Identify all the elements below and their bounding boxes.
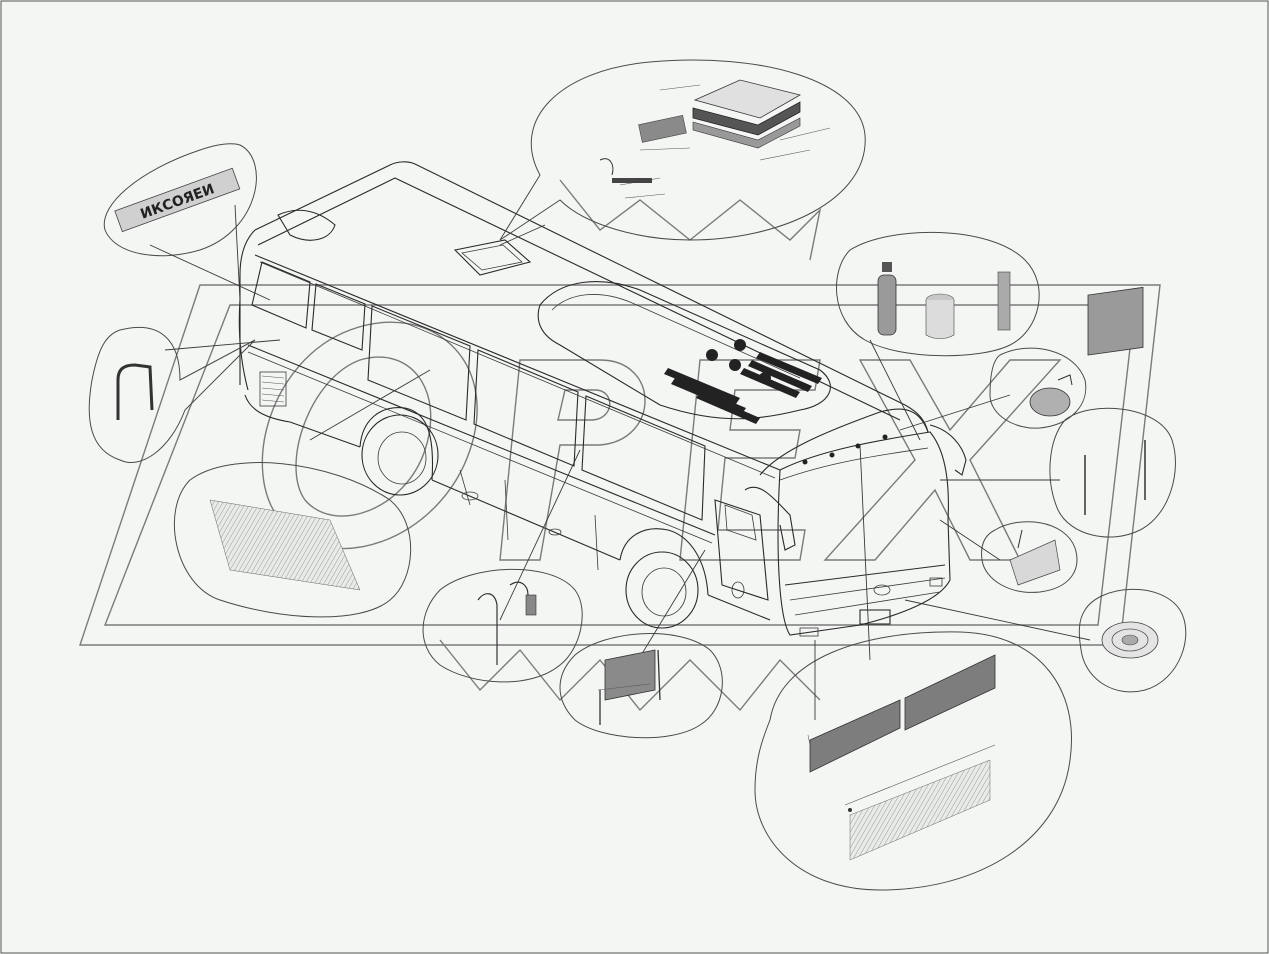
callout-extinguisher bbox=[836, 231, 1040, 357]
partition-part bbox=[597, 649, 661, 725]
lamp-part bbox=[1029, 374, 1073, 417]
leader-lines bbox=[149, 204, 1091, 720]
callout-mirror bbox=[981, 521, 1078, 593]
rear-grille bbox=[259, 371, 287, 407]
emblem-plate: ИКСОЯЕИ bbox=[114, 167, 241, 233]
handrail-part bbox=[116, 363, 154, 420]
callout-glass-panels bbox=[754, 631, 1072, 891]
callout-speaker bbox=[1078, 588, 1187, 693]
callout-roof-hatch bbox=[499, 59, 866, 241]
front-light-right bbox=[929, 577, 943, 587]
glass-panels-part bbox=[807, 654, 996, 861]
pole-part bbox=[477, 581, 537, 665]
callout-side-window bbox=[174, 462, 412, 618]
callout-partition bbox=[559, 633, 723, 739]
callout-railing bbox=[1049, 407, 1176, 538]
front-wheel bbox=[625, 551, 699, 629]
callout-pole bbox=[422, 568, 583, 683]
railing-part bbox=[1084, 286, 1146, 515]
front-light-left bbox=[799, 627, 819, 637]
fire-extinguisher-parts bbox=[877, 262, 1011, 340]
roof-hatch bbox=[453, 239, 532, 276]
side-window-glass bbox=[209, 499, 361, 591]
roof-hatch-parts bbox=[599, 79, 831, 199]
license-plate bbox=[859, 609, 891, 625]
rear-wheel bbox=[361, 414, 439, 496]
callout-lamp bbox=[989, 347, 1087, 429]
callout-emblem bbox=[103, 143, 257, 257]
watermark-logo bbox=[79, 179, 1161, 712]
bus-body bbox=[238, 161, 967, 637]
callout-handrail bbox=[88, 326, 256, 464]
speaker-part bbox=[1101, 621, 1159, 659]
roof-ac-unit bbox=[664, 339, 822, 424]
callout-bubbles bbox=[88, 59, 1187, 891]
mirror-part bbox=[1009, 529, 1061, 586]
